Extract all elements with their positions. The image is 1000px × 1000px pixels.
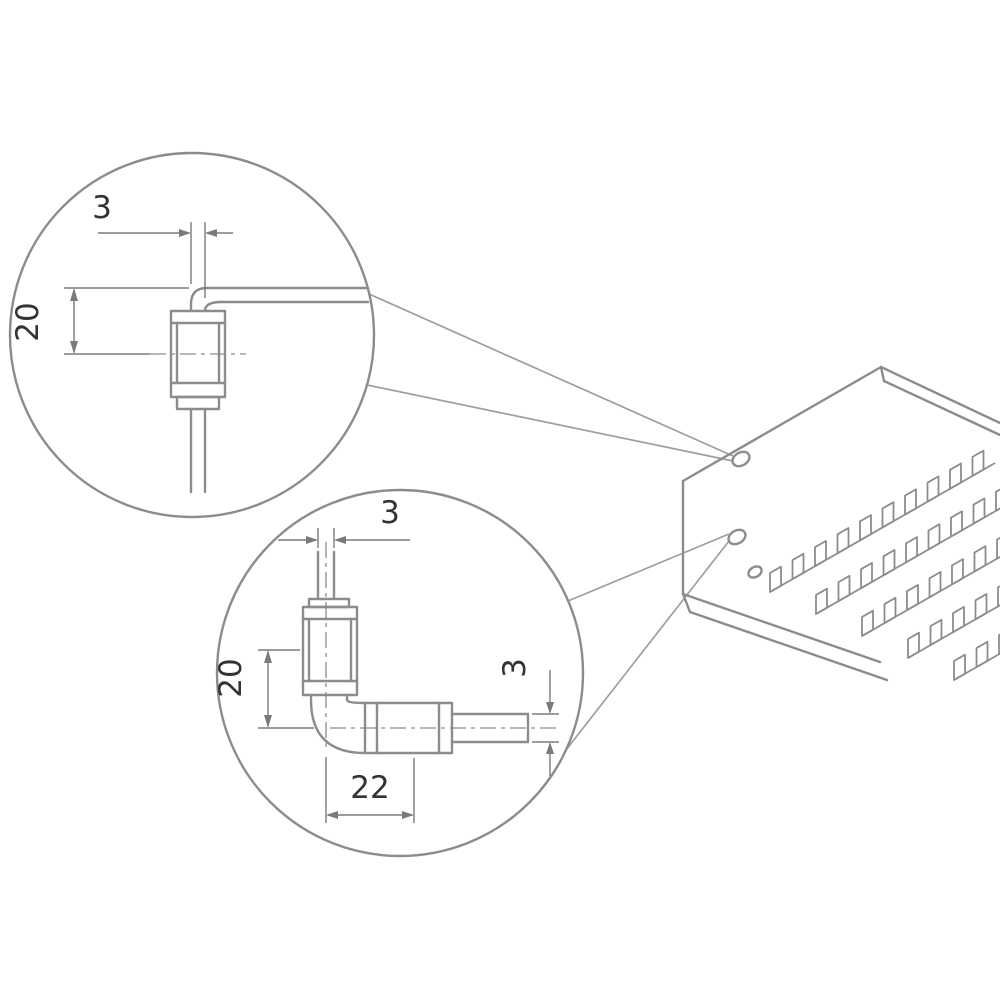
fin-tooth [791, 552, 805, 580]
device-top-right-edge [879, 365, 1000, 425]
cooling-fins [769, 449, 1000, 681]
device-top-left-edge [681, 365, 883, 483]
bottom-dimension-arrows [264, 536, 554, 819]
fin-tooth [907, 631, 920, 659]
bottom-elbow-fitting [301, 550, 530, 755]
dim-label-bottom-3-right: 3 [497, 658, 533, 678]
fin-tooth [972, 497, 986, 525]
top-extension-lines [64, 222, 206, 355]
detail-top: 3 20 [8, 151, 376, 519]
device-top-right-inner-edge [882, 379, 1000, 437]
leader-line-bottom-1 [567, 533, 730, 602]
top-tube-inner [203, 300, 370, 313]
device-bottom-rim-top [681, 592, 882, 664]
fin-tooth [836, 527, 850, 555]
fin-tooth [995, 488, 1000, 512]
top-fitting [169, 286, 370, 494]
dim-label-bottom-20: 20 [213, 658, 249, 697]
device-rim-cap [681, 592, 692, 614]
fin-tooth [951, 558, 964, 586]
leader-line-bottom-2 [565, 540, 730, 751]
fin-tooth [859, 514, 872, 542]
device-apex-edge [879, 365, 886, 383]
device-hole-lower [727, 528, 747, 546]
fin-tooth [975, 640, 989, 668]
top-fitting-nut [175, 395, 221, 411]
top-tube-outer [189, 286, 370, 313]
dim-label-top-20: 20 [10, 302, 46, 341]
fin-tooth [974, 593, 988, 621]
fin-tooth [927, 523, 941, 551]
fin-tooth [997, 585, 1000, 608]
top-dimension-arrows [70, 229, 217, 354]
leader-line-top-1 [368, 293, 734, 457]
device-hole-small [747, 565, 763, 579]
fin-tooth [904, 488, 917, 516]
elbow-inner-curve [345, 693, 367, 705]
leader-lines [366, 293, 734, 751]
fin-tooth [837, 574, 851, 602]
fin-tooth [950, 510, 963, 538]
fin-tooth [971, 449, 985, 477]
fin-tooth [883, 596, 897, 624]
detail-circle-top [8, 151, 376, 519]
fin-tooth [952, 606, 965, 634]
dim-label-top-3: 3 [92, 190, 112, 226]
fin-tooth [906, 584, 919, 612]
detail-bottom: 3 20 22 3 [213, 488, 585, 858]
fin-tooth [905, 536, 918, 564]
fin-tooth [882, 549, 896, 577]
dim-label-bottom-3-top: 3 [380, 495, 400, 531]
fin-tooth [769, 565, 782, 593]
fin-baseline [907, 604, 1000, 659]
fin-tooth [953, 653, 966, 681]
fin-baseline [953, 652, 1000, 681]
leader-line-top-2 [366, 384, 734, 462]
detail-circle-bottom [215, 488, 585, 858]
fin-tooth [998, 633, 1000, 656]
top-dimension-lines [73, 232, 233, 352]
dim-label-bottom-22: 22 [350, 770, 389, 806]
fin-tooth [928, 571, 942, 599]
fin-tooth [929, 618, 943, 646]
bottom-extension-lines [258, 528, 559, 823]
fin-tooth [973, 545, 987, 573]
fin-tooth [949, 462, 962, 490]
elbow-outer-curve [309, 693, 367, 755]
fin-tooth [881, 501, 895, 529]
fin-tooth [861, 609, 874, 637]
fin-tooth [926, 475, 940, 503]
device-bottom-rim-bottom [688, 610, 889, 682]
fin-tooth [814, 540, 827, 568]
fin-tooth [860, 562, 873, 590]
fin-tooth [815, 587, 828, 615]
device-hole-upper [731, 450, 751, 468]
device-outline [681, 365, 1000, 682]
fin-tooth [996, 536, 1000, 560]
bottom-vertical-body [301, 605, 359, 697]
